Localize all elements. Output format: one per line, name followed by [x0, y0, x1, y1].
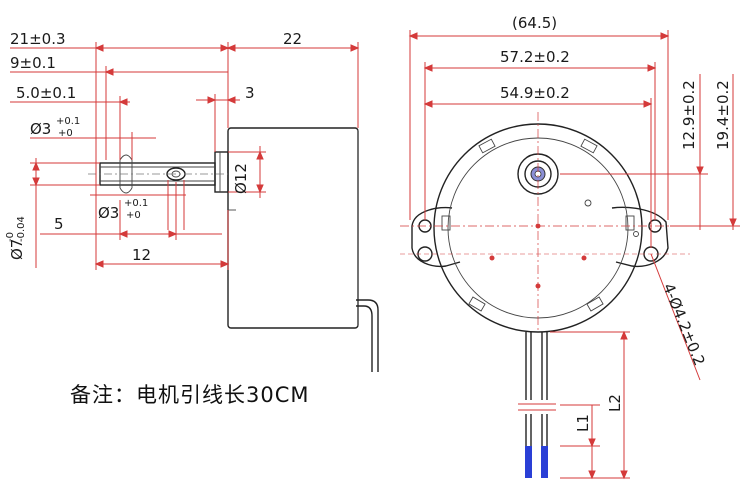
rim-notches [441, 138, 635, 312]
dim-57-2: 57.2±0.2 [500, 48, 570, 66]
dim-mount-holes: 4-Ø4.2±0.2 [659, 281, 708, 368]
dim-shaft-dia-sub: -0.04 [16, 216, 27, 242]
lead-length-note: 备注：电机引线长30CM [70, 383, 310, 407]
motor-body-side [227, 127, 359, 329]
dim-5-0: 5.0±0.1 [16, 84, 76, 102]
dim-12: 12 [132, 246, 151, 264]
dim-shaft-dia: Ø7 [8, 239, 26, 260]
mounting-flange [411, 206, 669, 268]
dim-64-5: (64.5) [512, 14, 557, 32]
dim-hole-top-sup: +0.1 [56, 116, 80, 127]
dim-hub-dia: Ø12 [232, 163, 250, 194]
dim-hole-bottom: Ø3 [98, 204, 119, 222]
dim-3: 3 [245, 84, 255, 102]
dim-54-9: 54.9±0.2 [500, 84, 570, 102]
side-dimension-lines [10, 42, 360, 270]
dim-l2: L2 [606, 394, 624, 412]
dim-hole-bottom-sub: +0 [126, 210, 141, 221]
lead-wires-front [518, 332, 556, 478]
lead-tip-2 [541, 446, 548, 478]
dim-hole-bottom-sup: +0.1 [124, 198, 148, 209]
dim-12-9: 12.9±0.2 [680, 80, 698, 150]
hub [214, 151, 229, 193]
dim-l1: L1 [574, 414, 592, 432]
dim-hole-top-sub: +0 [58, 128, 73, 139]
front-view: (64.5) 57.2±0.2 54.9±0.2 12.9±0.2 19.4±0… [400, 14, 740, 480]
lead-wire-side [356, 299, 379, 372]
dim-shaft-dia-sup: -0 [5, 232, 16, 242]
dim-hole-top: Ø3 [30, 120, 51, 138]
dim-9: 9±0.1 [10, 54, 56, 72]
front-dimension-lines [408, 30, 740, 480]
dim-5: 5 [54, 215, 64, 233]
dim-19-4: 19.4±0.2 [714, 80, 732, 150]
lead-tip-1 [525, 446, 532, 478]
dim-22: 22 [283, 30, 302, 48]
dim-21: 21±0.3 [10, 30, 66, 48]
rivets [489, 223, 587, 289]
side-view: 21±0.3 22 9±0.1 5.0±0.1 3 Ø3 +0.1 +0 Ø12… [5, 30, 379, 372]
